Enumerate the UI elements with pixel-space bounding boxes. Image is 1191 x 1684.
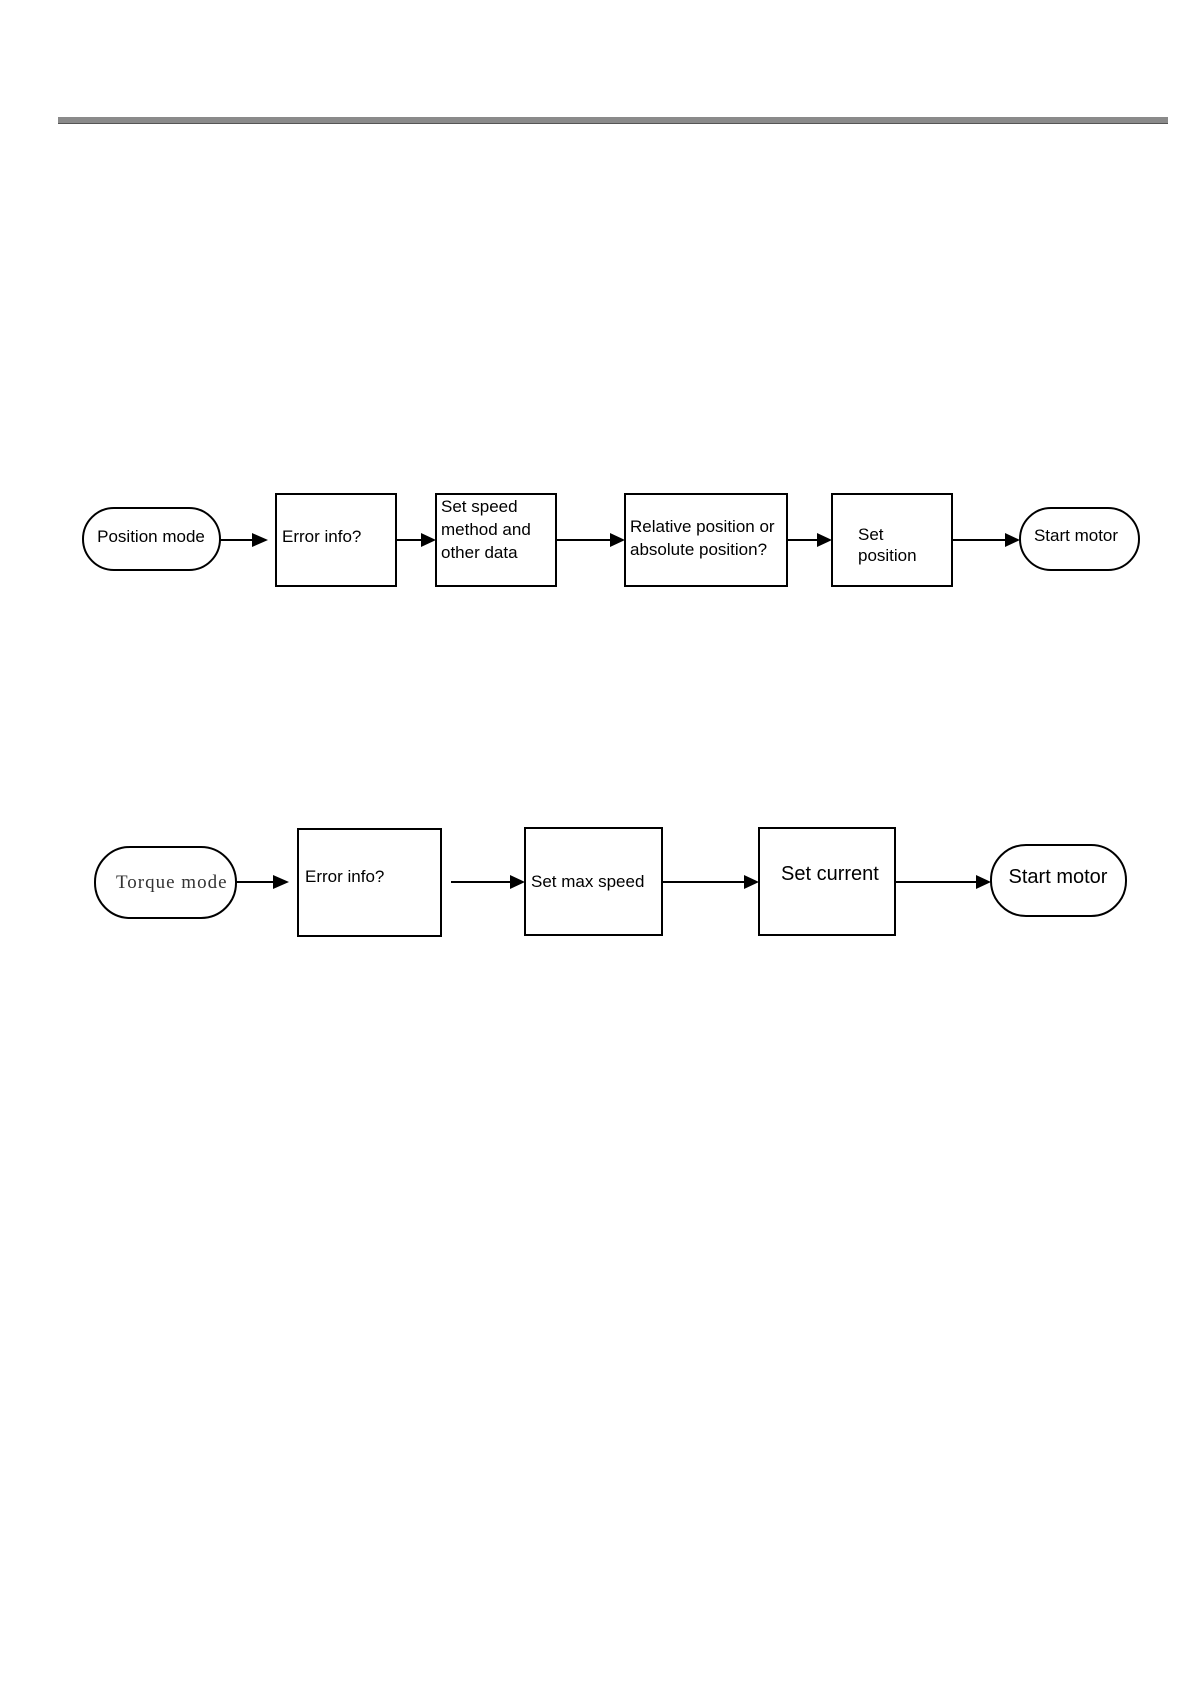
pm-edge-2 bbox=[396, 533, 436, 547]
position-mode-flowchart: Position mode Error info? Set speed meth… bbox=[83, 494, 1139, 586]
pm-setpos-node: Set position bbox=[832, 494, 952, 586]
pm-error-label: Error info? bbox=[282, 527, 361, 546]
tm-error-node: Error info? bbox=[298, 829, 441, 936]
pm-relabs-label-1: Relative position or bbox=[630, 517, 775, 536]
pm-speed-label-2: method and bbox=[441, 520, 531, 539]
tm-edge-2 bbox=[451, 875, 525, 889]
pm-setpos-label-1: Set bbox=[858, 525, 884, 544]
pm-relabs-node: Relative position or absolute position? bbox=[625, 494, 787, 586]
pm-edge-1 bbox=[220, 533, 268, 547]
pm-edge-5 bbox=[952, 533, 1020, 547]
tm-motor-node: Start motor bbox=[991, 845, 1126, 916]
pm-speed-label-3: other data bbox=[441, 543, 518, 562]
pm-start-node: Position mode bbox=[83, 508, 220, 570]
pm-start-label: Position mode bbox=[97, 527, 205, 546]
tm-edge-1 bbox=[236, 875, 289, 889]
tm-current-label: Set current bbox=[781, 863, 879, 885]
pm-relabs-label-2: absolute position? bbox=[630, 540, 767, 559]
tm-error-label: Error info? bbox=[305, 867, 384, 886]
pm-motor-label: Start motor bbox=[1034, 526, 1118, 545]
tm-edge-4 bbox=[895, 875, 991, 889]
tm-current-node: Set current bbox=[759, 828, 895, 935]
tm-edge-3 bbox=[662, 875, 759, 889]
pm-setpos-label-2: position bbox=[858, 546, 917, 565]
pm-speed-node: Set speed method and other data bbox=[436, 494, 556, 586]
pm-motor-node: Start motor bbox=[1020, 508, 1139, 570]
tm-start-label: Torque mode bbox=[116, 872, 228, 893]
tm-maxspeed-node: Set max speed bbox=[525, 828, 662, 935]
tm-start-node: Torque mode bbox=[95, 847, 236, 918]
tm-motor-label: Start motor bbox=[1009, 866, 1108, 888]
pm-edge-4 bbox=[787, 533, 832, 547]
pm-edge-3 bbox=[556, 533, 625, 547]
torque-mode-flowchart: Torque mode Error info? Set max speed Se… bbox=[95, 828, 1126, 936]
tm-maxspeed-label: Set max speed bbox=[531, 872, 644, 891]
pm-error-node: Error info? bbox=[276, 494, 396, 586]
pm-speed-label-1: Set speed bbox=[441, 497, 518, 516]
